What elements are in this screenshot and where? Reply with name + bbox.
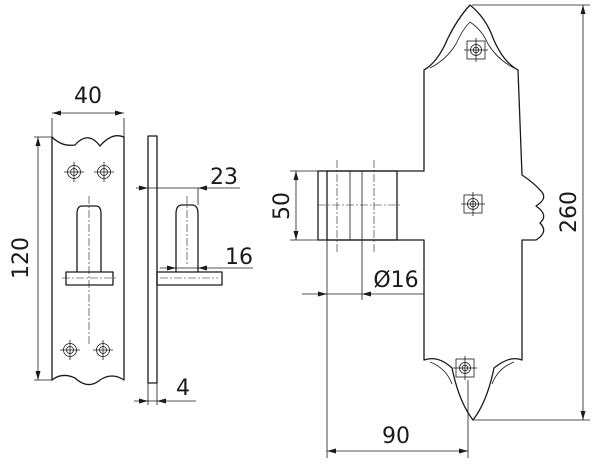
dimension-label: 40 <box>74 84 102 109</box>
dimension-4: 4 <box>134 376 196 405</box>
dimension-label: 50 <box>270 192 295 220</box>
washer-side <box>156 271 223 286</box>
dimension-90: 90 <box>326 300 469 458</box>
strap-view <box>317 4 545 421</box>
pin-side <box>175 204 199 272</box>
dimension-label: 260 <box>557 191 582 233</box>
screw-icon <box>460 191 486 217</box>
washer-front <box>65 271 114 286</box>
front-view <box>51 135 125 386</box>
dimension-40: 40 <box>51 84 125 138</box>
dimension-label: 23 <box>210 165 238 190</box>
dimension-label: Ø16 <box>373 268 418 293</box>
dimension-label: 120 <box>9 237 34 279</box>
dimension-label: 90 <box>382 424 410 449</box>
strap-plate <box>317 4 545 421</box>
screw-hole-icon <box>63 161 85 183</box>
dimension-diameter-16: Ø16 <box>302 240 424 300</box>
dimension-label: 4 <box>176 376 190 401</box>
dimension-label: 16 <box>225 245 253 270</box>
screw-hole-icon <box>93 161 115 183</box>
dimension-50: 50 <box>270 170 327 241</box>
dimension-23: 23 <box>136 165 240 205</box>
screw-icon <box>463 37 489 63</box>
screw-hole-icon <box>92 339 114 361</box>
screw-hole-icon <box>59 339 81 361</box>
side-view <box>147 135 223 384</box>
plate-side <box>147 135 158 384</box>
front-plate <box>51 135 125 386</box>
dimension-120: 120 <box>9 136 52 381</box>
dimension-16: 16 <box>160 245 253 271</box>
dimension-260: 260 <box>472 4 590 421</box>
screw-icon <box>452 355 478 381</box>
